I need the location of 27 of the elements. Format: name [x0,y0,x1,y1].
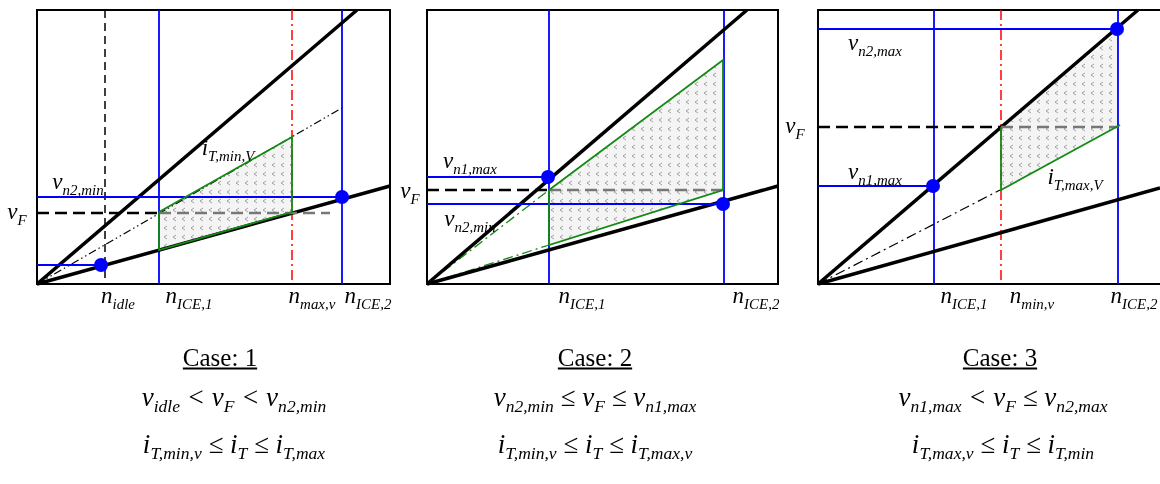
axis-value-label: n$_{ICE,1}$ [165,284,213,312]
axis-value-label: v$_{n2,max}$ [848,31,902,59]
case-heading: Case: 3 [962,344,1038,370]
axis-value-label: v$_{F}$ [785,114,805,142]
axis-value-label: v$_{n1,max}$ [443,149,497,177]
axis-value-label: v$_{n1,max}$ [848,160,902,188]
axis-value-label: n$_{ICE,2}$ [1110,284,1158,312]
case-heading: Case: 1 [182,344,258,370]
axis-value-label: v$_{n2,min}$ [52,170,104,198]
case-heading: Case: 2 [557,344,633,370]
axis-value-label: n$_{ICE,1}$ [940,284,988,312]
inequality-formula: v$_{n1,max}$ < v$_{F}$ ≤ v$_{n2,max}$ [898,384,1108,416]
inequality-formula: v$_{idle}$ < v$_{F}$ < v$_{n2,min}$ [141,384,327,416]
curve-label: i$_{T,max,V}$ [1047,165,1103,193]
inequality-formula: i$_{T,min,v}$ ≤ i$_{T}$ ≤ i$_{T,max}$ [142,431,326,463]
axis-value-label: n$_{ICE,2}$ [344,284,392,312]
inequality-formula: v$_{n2,min}$ ≤ v$_{F}$ ≤ v$_{n1,max}$ [493,384,697,416]
curve-label: i$_{T,min,V}$ [201,136,255,164]
axis-value-label: v$_{F}$ [7,200,27,228]
axis-value-label: v$_{F}$ [400,179,420,207]
axis-value-label: n$_{max,v}$ [288,284,336,312]
inequality-formula: i$_{T,max,v}$ ≤ i$_{T}$ ≤ i$_{T,min}$ [911,431,1095,463]
axis-value-label: n$_{idle}$ [101,284,135,312]
axis-value-label: n$_{ICE,2}$ [732,284,780,312]
axis-value-label: n$_{ICE,1}$ [558,284,606,312]
axis-value-label: n$_{min,v}$ [1009,284,1055,312]
inequality-formula: i$_{T,min,v}$ ≤ i$_{T}$ ≤ i$_{T,max,v}$ [497,431,693,463]
